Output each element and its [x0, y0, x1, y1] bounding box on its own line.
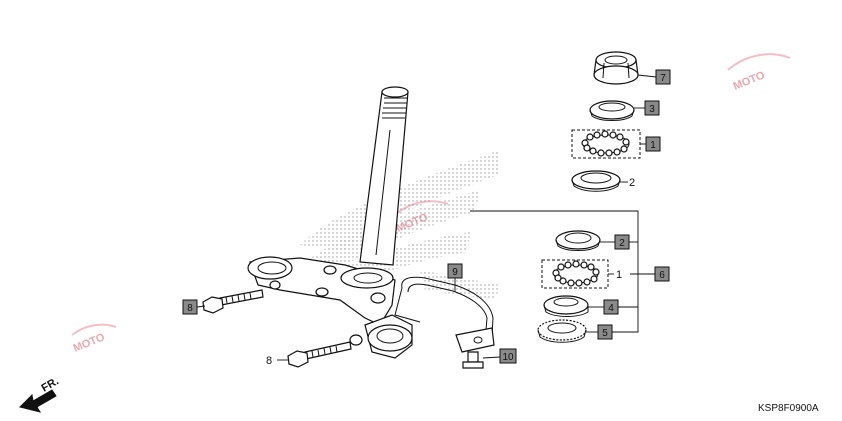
callout-3: 3	[644, 100, 660, 116]
callout-8-plain: 8	[266, 355, 272, 367]
diagram-code: KSP8F0900A	[758, 403, 819, 414]
leader-lines	[196, 74, 657, 361]
watermark-text: MOTO	[72, 331, 107, 355]
svg-text:6: 6	[659, 270, 665, 281]
direction-label: FR.	[40, 375, 61, 394]
cone-race	[543, 295, 589, 317]
callout-8-box: 8	[182, 299, 198, 315]
steering-stem	[359, 86, 409, 266]
svg-text:2: 2	[619, 238, 625, 249]
bolt-lower	[287, 334, 363, 368]
bolt-upper	[202, 289, 264, 314]
svg-text:2: 2	[629, 177, 635, 189]
callout-10: 10	[499, 348, 517, 364]
svg-text:8: 8	[266, 355, 272, 367]
watermark-text: MOTO	[732, 69, 767, 93]
callout-6: 6	[654, 266, 670, 282]
race-top	[571, 170, 621, 192]
callout-4: 4	[603, 299, 619, 315]
ball-bearing-kit	[541, 259, 609, 289]
svg-text:3: 3	[649, 104, 655, 115]
svg-text:8: 8	[187, 303, 193, 314]
callout-1-top: 1	[645, 136, 661, 152]
callout-2-box: 2	[614, 234, 630, 250]
svg-text:5: 5	[602, 328, 608, 339]
race-kit	[555, 230, 601, 251]
svg-text:1: 1	[650, 140, 656, 151]
ball-bearing-top	[571, 129, 641, 159]
callout-1-mid: 1	[616, 269, 622, 281]
front-direction-arrow: FR.	[19, 375, 61, 413]
callout-7: 7	[655, 69, 671, 85]
svg-text:4: 4	[608, 303, 614, 314]
top-nut	[593, 51, 639, 85]
callout-2-top: 2	[629, 177, 635, 189]
svg-text:7: 7	[660, 73, 666, 84]
callout-9: 9	[447, 263, 463, 279]
lower-bracket	[247, 256, 413, 359]
watermark-top-right: MOTO	[727, 53, 791, 93]
watermark-left: MOTO	[71, 323, 117, 355]
upper-cone-race	[589, 100, 635, 121]
screw-10	[462, 351, 484, 369]
svg-text:1: 1	[616, 269, 622, 281]
dust-seal	[537, 319, 587, 343]
callout-5: 5	[597, 324, 613, 340]
svg-text:9: 9	[452, 267, 458, 278]
svg-text:10: 10	[502, 352, 514, 363]
